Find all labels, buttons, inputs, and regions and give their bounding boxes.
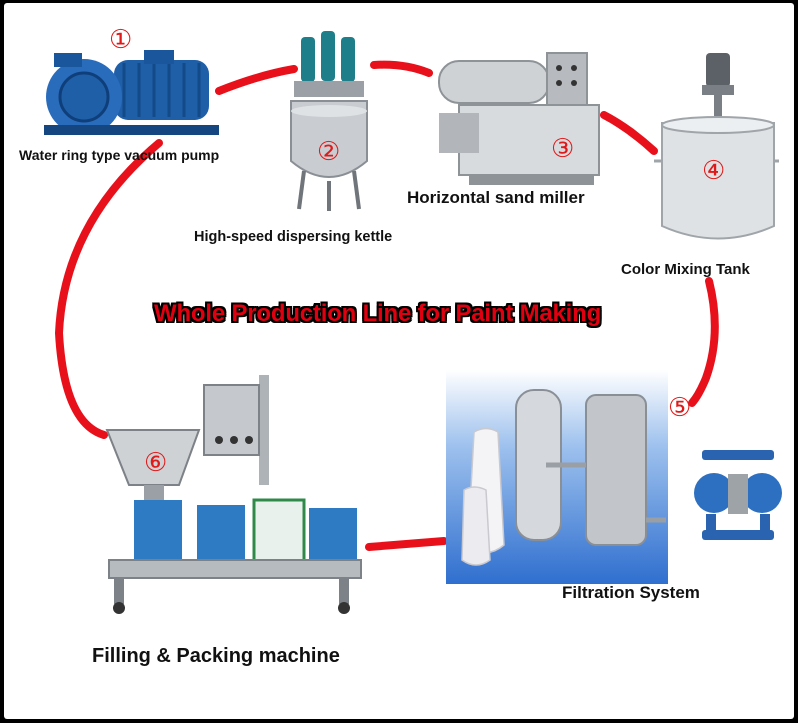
step-number-1: ① (109, 25, 133, 55)
step-label-5: Filtration System (562, 583, 700, 602)
step-label-6: Filling & Packing machine (92, 645, 340, 667)
step-label-4: Color Mixing Tank (621, 261, 750, 278)
dispersing-kettle-image (290, 31, 368, 211)
color-mixing-tank-image (654, 53, 779, 240)
loop-arc-top-2 (370, 60, 433, 77)
process-loop (54, 60, 719, 551)
diagram-title: Whole Production Line for Paint Making (154, 300, 602, 327)
vacuum-pump-image (44, 50, 219, 135)
sand-miller-image (438, 52, 600, 185)
loop-arc-bottom (365, 537, 448, 551)
filling-packing-machine-image (105, 375, 362, 614)
step-number-4: ④ (702, 156, 726, 186)
step-number-5: ⑤ (668, 393, 692, 423)
loop-arc-left (54, 139, 163, 439)
diaphragm-pump-image (694, 450, 782, 540)
filtration-system-image (446, 370, 668, 584)
step-number-3: ③ (551, 134, 575, 164)
step-number-6: ⑥ (144, 448, 168, 478)
loop-arc-right-top (600, 111, 658, 155)
loop-arc-right (688, 277, 719, 407)
step-label-3: Horizontal sand miller (407, 188, 585, 207)
diagram-canvas: ① Water ring type vacuum pump ② High-spe… (4, 3, 794, 719)
step-number-2: ② (317, 137, 341, 167)
step-label-1: Water ring type vacuum pump (19, 147, 220, 163)
loop-arc-top-1 (215, 65, 298, 95)
step-label-2: High-speed dispersing kettle (194, 229, 393, 245)
